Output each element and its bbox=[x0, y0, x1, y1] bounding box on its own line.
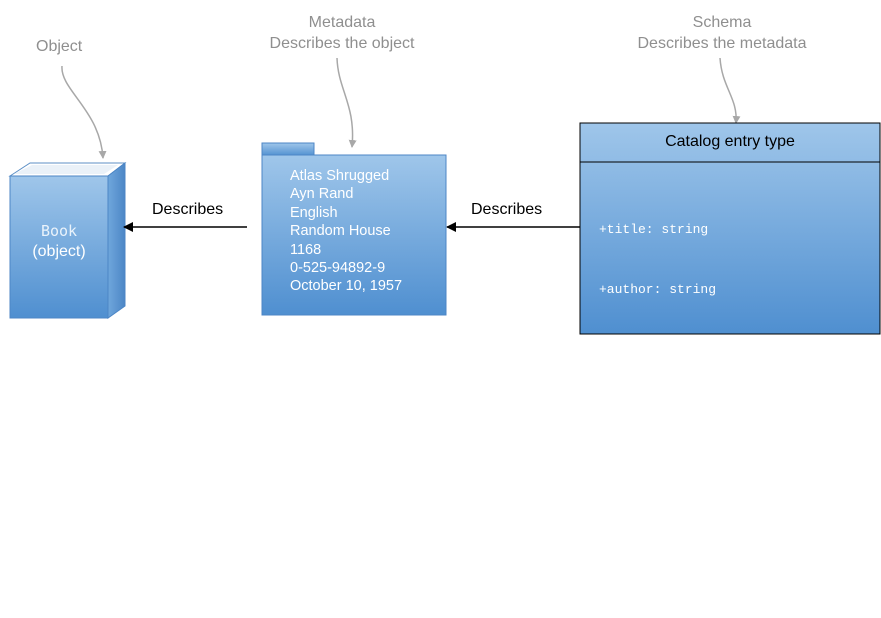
metadata-line-date: October 10, 1957 bbox=[290, 278, 403, 295]
schema-class-shape bbox=[579, 122, 881, 335]
metadata-caption-title: Metadata bbox=[308, 14, 376, 31]
metadata-caption: Metadata Describes the object bbox=[257, 12, 427, 54]
schema-attr-publication-date: +publication date: date time bbox=[599, 580, 818, 596]
schema-caption: Schema Describes the metadata bbox=[622, 12, 822, 54]
metadata-leader-line bbox=[336, 57, 357, 148]
metadata-line-isbn: 0-525-94892-9 bbox=[290, 260, 386, 277]
book-label: Book (object) bbox=[10, 221, 108, 262]
object-caption-text: Object bbox=[36, 38, 83, 55]
schema-attr-isbn: +isbn : string bbox=[599, 520, 709, 536]
metadata-line-language: English bbox=[290, 204, 338, 221]
metadata-line-publisher: Random House bbox=[290, 223, 391, 240]
metadata-line-author: Ayn Rand bbox=[290, 186, 354, 203]
metadata-line-pages: 1168 bbox=[290, 241, 322, 258]
book-shape bbox=[8, 161, 127, 319]
book-subtitle: (object) bbox=[32, 243, 86, 260]
book-title: Book bbox=[40, 222, 78, 240]
metadata-folder-shape bbox=[261, 142, 447, 316]
metadata-line-title: Atlas Shrugged bbox=[290, 168, 390, 184]
object-caption: Object bbox=[36, 36, 82, 57]
schema-attr-author: +author: string bbox=[599, 281, 717, 297]
schema-header: Catalog entry type bbox=[665, 133, 795, 150]
diagram-canvas bbox=[8, 57, 881, 335]
schema-attr-pages: +pages: integer bbox=[599, 460, 717, 476]
schema-attr-language: +language: string bbox=[599, 341, 732, 357]
schema-attr-publisher: +publisher: string bbox=[599, 400, 740, 416]
metadata-entry-lines: Atlas Shrugged Ayn Rand English Random H… bbox=[290, 167, 402, 296]
schema-caption-subtitle: Describes the metadata bbox=[637, 35, 807, 52]
describes-label-left: Describes bbox=[152, 201, 224, 218]
metadata-caption-subtitle: Describes the object bbox=[269, 35, 415, 52]
schema-caption-title: Schema bbox=[692, 14, 752, 31]
schema-leader-line bbox=[719, 57, 741, 124]
schema-attr-title: +title: string bbox=[599, 221, 709, 237]
object-leader-line bbox=[61, 65, 107, 159]
schema-attribute-list: +title: string +author: string +language… bbox=[599, 180, 817, 618]
describes-label-right: Describes bbox=[471, 201, 543, 218]
